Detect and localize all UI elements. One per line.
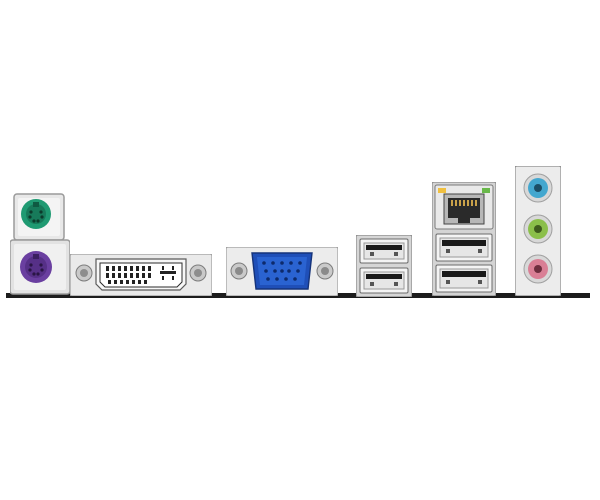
audio-jack-icon [523,214,553,244]
usb-port-icon [359,238,409,264]
usb-port-icon [435,264,493,293]
usb-stack-1 [356,235,412,297]
ps2-stack-graphic [10,193,70,295]
usb-port-icon [435,233,493,262]
ps2-mouse-port-icon [21,199,51,229]
audio-jack-icon [523,173,553,203]
audio-jack-icon [523,254,553,284]
ps2-port-stack [10,192,70,296]
ps2-keyboard-port-icon [20,251,52,283]
lan-usb-stack [432,182,496,296]
dvi-port-icon [70,254,212,296]
vga-port-icon [226,247,338,296]
ethernet-port-icon [434,184,494,230]
audio-jack-stack [515,166,561,296]
usb-port-icon [359,267,409,294]
